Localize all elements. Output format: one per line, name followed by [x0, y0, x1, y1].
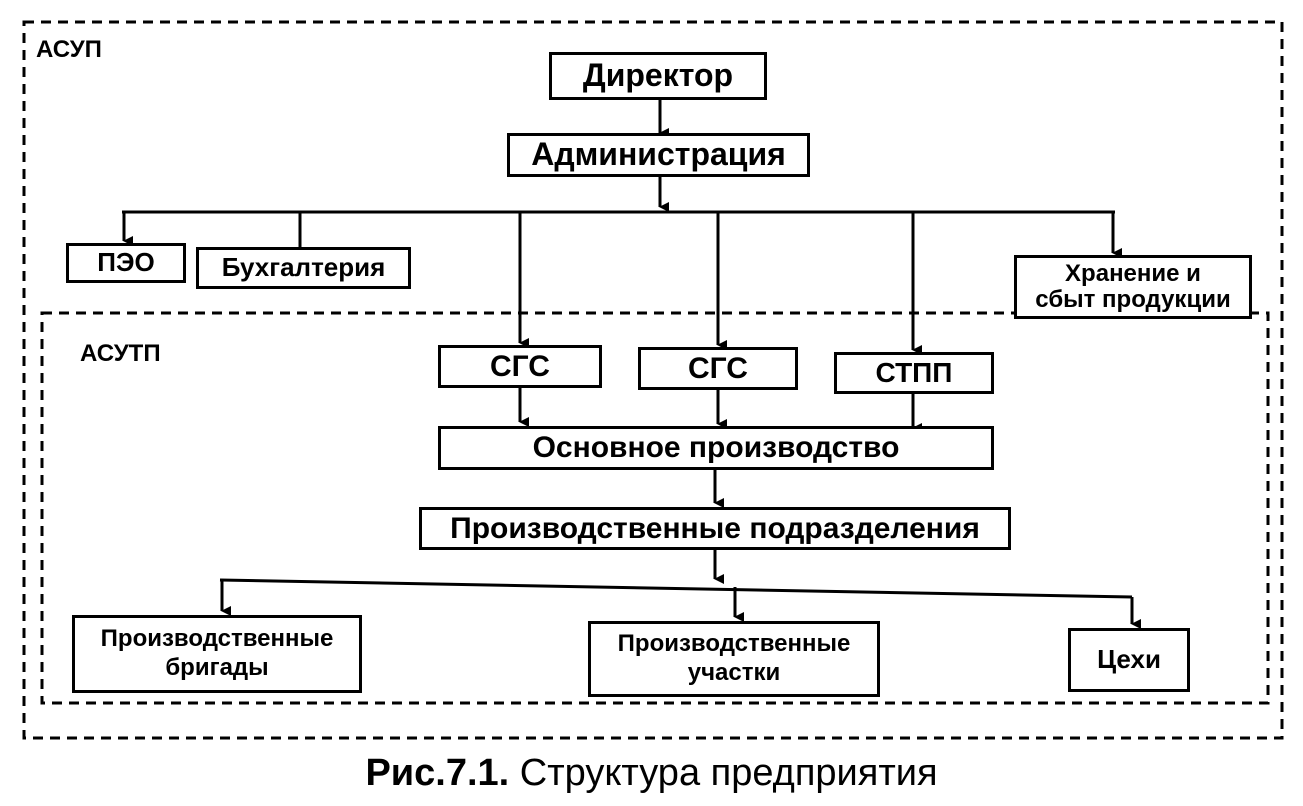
director-box: Директор	[549, 52, 767, 100]
sgs1-box: СГС	[438, 345, 602, 388]
administration-box: Администрация	[507, 133, 810, 177]
peo-label: ПЭО	[97, 247, 155, 278]
figure-title: Структура предприятия	[519, 752, 938, 794]
sections-box: Производственные участки	[588, 621, 880, 697]
units-distribution-bus	[219, 578, 1133, 599]
sections-label-line2: участки	[687, 659, 781, 686]
figure-number: Рис.7.1.	[365, 752, 510, 794]
sgs1-label: СГС	[490, 349, 550, 383]
main-production-label: Основное производство	[532, 431, 900, 465]
storage-label-line2: сбыт продукции	[1035, 286, 1231, 313]
asutp-region-label: АСУТП	[80, 340, 161, 367]
brigades-label-line2: бригады	[165, 654, 269, 681]
peo-box: ПЭО	[66, 243, 186, 283]
asup-region-label: АСУП	[36, 36, 102, 63]
sections-label-line1: Производственные	[617, 630, 851, 658]
brigades-box: Производственные бригады	[72, 615, 362, 693]
asup-region-border	[22, 20, 1284, 740]
asutp-region-border	[40, 311, 1270, 705]
brigades-label-line1: Производственные	[100, 625, 334, 653]
production-units-box: Производственные подразделения	[419, 507, 1011, 550]
storage-box: Хранение и сбыт продукции	[1014, 255, 1252, 319]
accounting-box: Бухгалтерия	[196, 247, 411, 289]
main-production-box: Основное производство	[438, 426, 994, 470]
stpp-box: СТПП	[834, 352, 994, 394]
accounting-label: Бухгалтерия	[221, 252, 386, 283]
figure-caption: Рис.7.1. Структура предприятия	[0, 752, 1303, 795]
sgs2-box: СГС	[638, 347, 798, 390]
workshops-label: Цехи	[1097, 644, 1161, 675]
storage-label-line1: Хранение и	[1065, 259, 1201, 287]
administration-label: Администрация	[531, 136, 786, 173]
stpp-label: СТПП	[875, 357, 953, 389]
workshops-box: Цехи	[1068, 628, 1190, 692]
production-units-label: Производственные подразделения	[450, 511, 980, 545]
director-label: Директор	[582, 57, 734, 94]
sgs2-label: СГС	[688, 351, 748, 385]
